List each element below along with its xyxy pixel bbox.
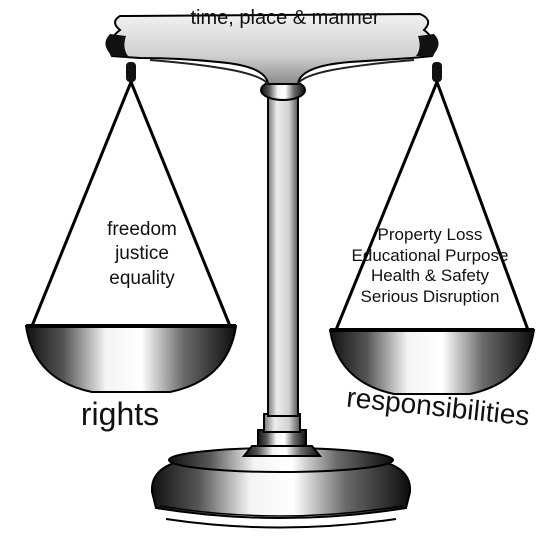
beam-label: time, place & manner	[190, 7, 380, 29]
scale-base	[150, 413, 412, 529]
right-pan	[328, 81, 536, 395]
right-pan-item: Property Loss	[377, 225, 483, 244]
right-pan-item: Serious Disruption	[360, 287, 500, 307]
scale-beam	[105, 12, 442, 85]
left-pan	[24, 81, 238, 393]
left-pan-item: freedom	[107, 219, 177, 240]
left-pan-items: freedom justice equality	[62, 218, 222, 291]
right-pan-item: Educational Purpose	[351, 245, 509, 265]
left-pan-item: equality	[109, 267, 175, 289]
right-pan-items: Property Loss Educational Purpose Health…	[320, 225, 540, 308]
rights-caption: rights	[80, 396, 160, 432]
right-pan-item: Health & Safety	[370, 266, 490, 286]
left-pan-item: justice	[115, 243, 169, 265]
scale-pole	[260, 79, 306, 417]
